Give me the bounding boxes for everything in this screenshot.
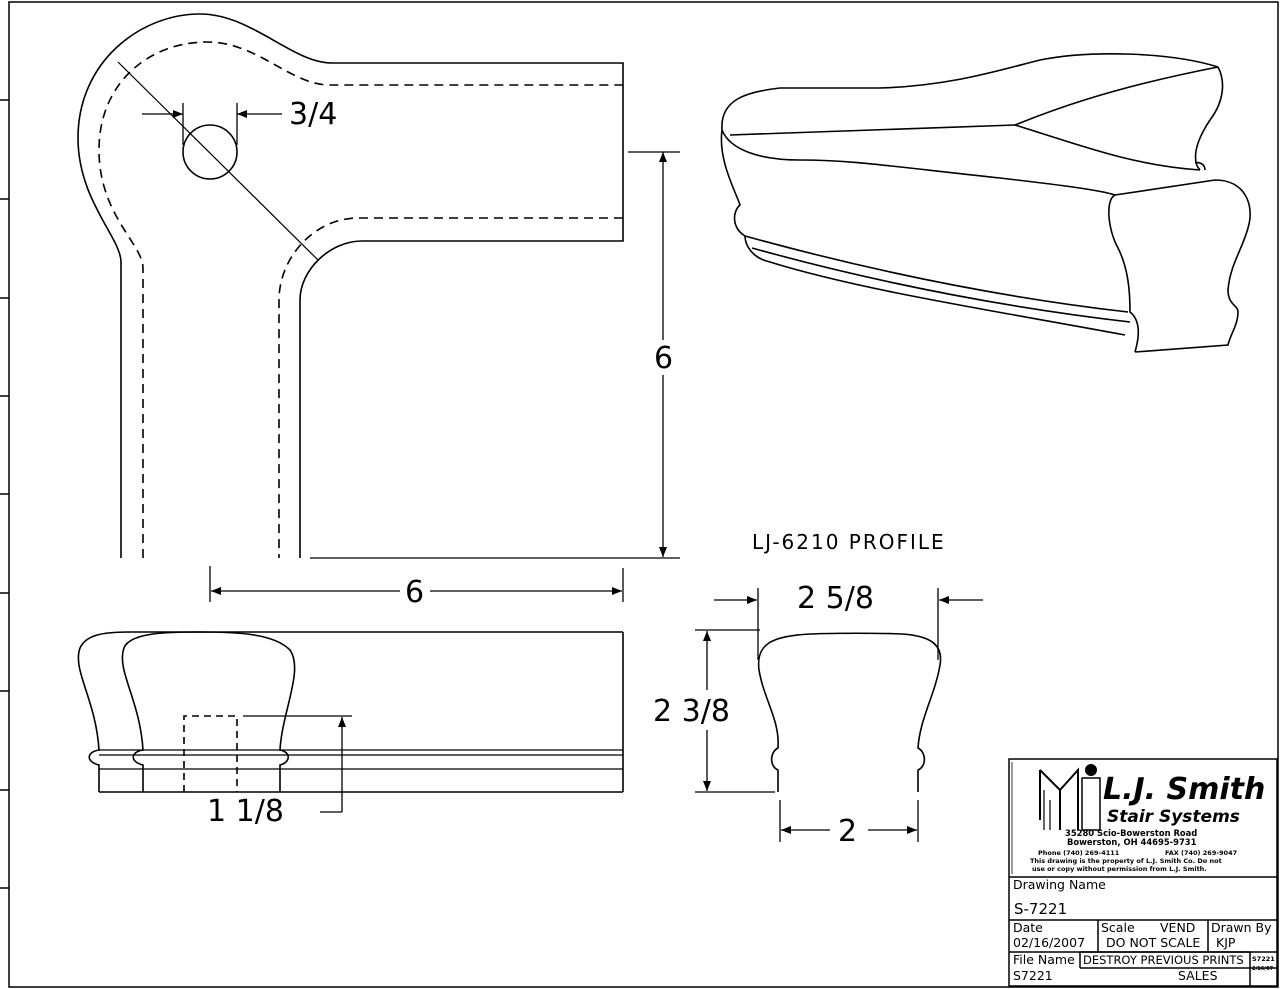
drawn-by-label: Drawn By <box>1211 920 1272 935</box>
corner-code: S7221 <box>1252 955 1275 963</box>
file-name-note: DESTROY PREVIOUS PRINTS <box>1083 953 1244 967</box>
hole-depth-label: 1 1/8 <box>207 794 284 829</box>
width-label: 6 <box>405 575 424 610</box>
dim-hole-diameter <box>142 103 282 145</box>
drawing-name-label: Drawing Name <box>1013 877 1106 892</box>
lj-smith-logo-mark <box>1039 764 1101 831</box>
file-name-label: File Name <box>1013 952 1075 967</box>
profile-title: LJ-6210 PROFILE <box>752 530 946 554</box>
ownership-notice-1: This drawing is the property of L.J. Smi… <box>1030 857 1222 865</box>
drawn-by-value: KJP <box>1216 935 1236 950</box>
plan-view <box>77 13 680 559</box>
dim-profile-base <box>779 800 919 842</box>
hole-diameter-label: 3/4 <box>289 97 337 132</box>
dim-profile-width <box>714 588 983 660</box>
profile-base-label: 2 <box>838 814 857 849</box>
fax-number: FAX (740) 269-9047 <box>1165 849 1237 857</box>
ownership-notice-2: use or copy without permission from L.J.… <box>1032 865 1207 873</box>
address-line-2: Bowerston, OH 44695-9731 <box>1067 837 1197 847</box>
profile-section <box>757 632 942 792</box>
profile-width-label: 2 5/8 <box>797 581 874 616</box>
scale-label: Scale <box>1101 920 1135 935</box>
dim-width <box>209 566 624 602</box>
height-label: 6 <box>654 341 673 376</box>
date-value: 02/16/2007 <box>1013 935 1085 950</box>
title-block <box>1008 758 1278 987</box>
drawing-name-value: S-7221 <box>1014 900 1067 918</box>
corner-date: 2/16/07 <box>1252 966 1274 972</box>
address-line-1: 35280 Scio-Bowerston Road <box>1065 828 1197 838</box>
dim-profile-height <box>695 629 775 793</box>
company-subname: Stair Systems <box>1107 807 1240 827</box>
dim-hole-depth <box>243 715 352 813</box>
profile-height-label: 2 3/8 <box>653 694 730 729</box>
file-name-value: S7221 <box>1013 968 1053 983</box>
sales-label: SALES <box>1178 968 1218 983</box>
scale-value: DO NOT SCALE <box>1106 935 1200 950</box>
phone-number: Phone (740) 269-4111 <box>1038 849 1120 857</box>
date-label: Date <box>1013 920 1043 935</box>
side-elevation <box>77 631 624 793</box>
company-name: L.J. Smith <box>1103 772 1265 807</box>
isometric-view <box>720 53 1251 353</box>
dim-height <box>628 151 680 557</box>
scale-vend: VEND <box>1160 920 1195 935</box>
